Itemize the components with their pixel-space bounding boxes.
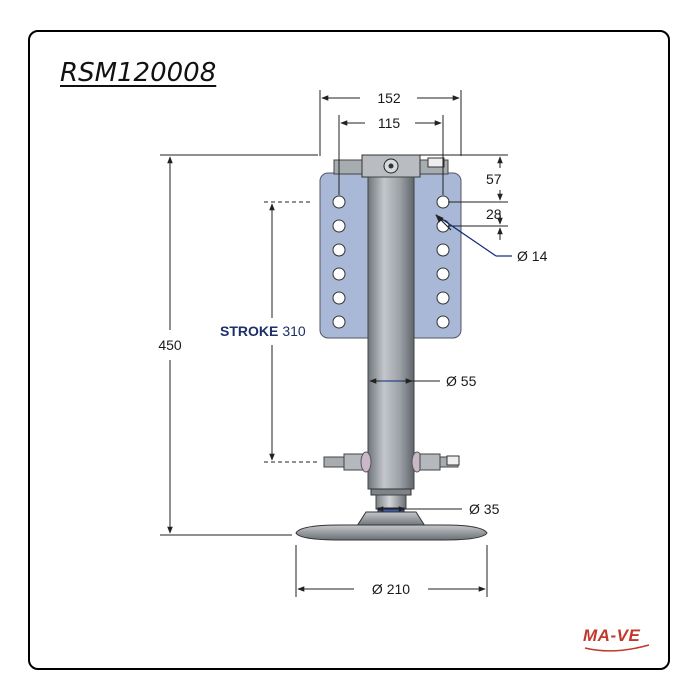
stroke-label: STROKE — [220, 323, 278, 339]
dim-label-inner-diameter: Ø 35 — [469, 501, 500, 517]
dim-label-foot-diameter: Ø 210 — [372, 581, 410, 597]
stroke-value: 310 — [282, 323, 306, 339]
dim-label-hole-spacing: 115 — [378, 115, 401, 131]
foot-plate — [295, 511, 488, 541]
brand-logo: MA-VE — [583, 626, 641, 645]
drawing-frame — [28, 30, 670, 670]
top-head-block — [333, 154, 449, 178]
dimension-plate-width — [319, 90, 462, 156]
brand-logo-swoosh — [584, 644, 650, 652]
dim-label-hole-pitch: 28 — [486, 206, 502, 222]
main-tube — [367, 176, 415, 490]
dimension-height — [160, 154, 318, 536]
dim-label-top-offset: 57 — [486, 171, 502, 187]
dim-label-plate-width: 152 — [377, 90, 401, 106]
model-code-title: RSM120008 — [60, 58, 217, 88]
dimension-foot-diameter — [295, 545, 488, 597]
mounting-holes — [332, 195, 450, 329]
dimension-top-offset — [420, 154, 508, 240]
dim-label-tube-diameter: Ø 55 — [446, 373, 477, 389]
dimension-stroke — [264, 201, 318, 463]
lower-fittings — [323, 451, 460, 473]
dim-label-hole-diameter: Ø 14 — [517, 248, 548, 264]
dim-label-height: 450 — [158, 337, 182, 353]
leader-hole-diameter — [435, 214, 512, 257]
